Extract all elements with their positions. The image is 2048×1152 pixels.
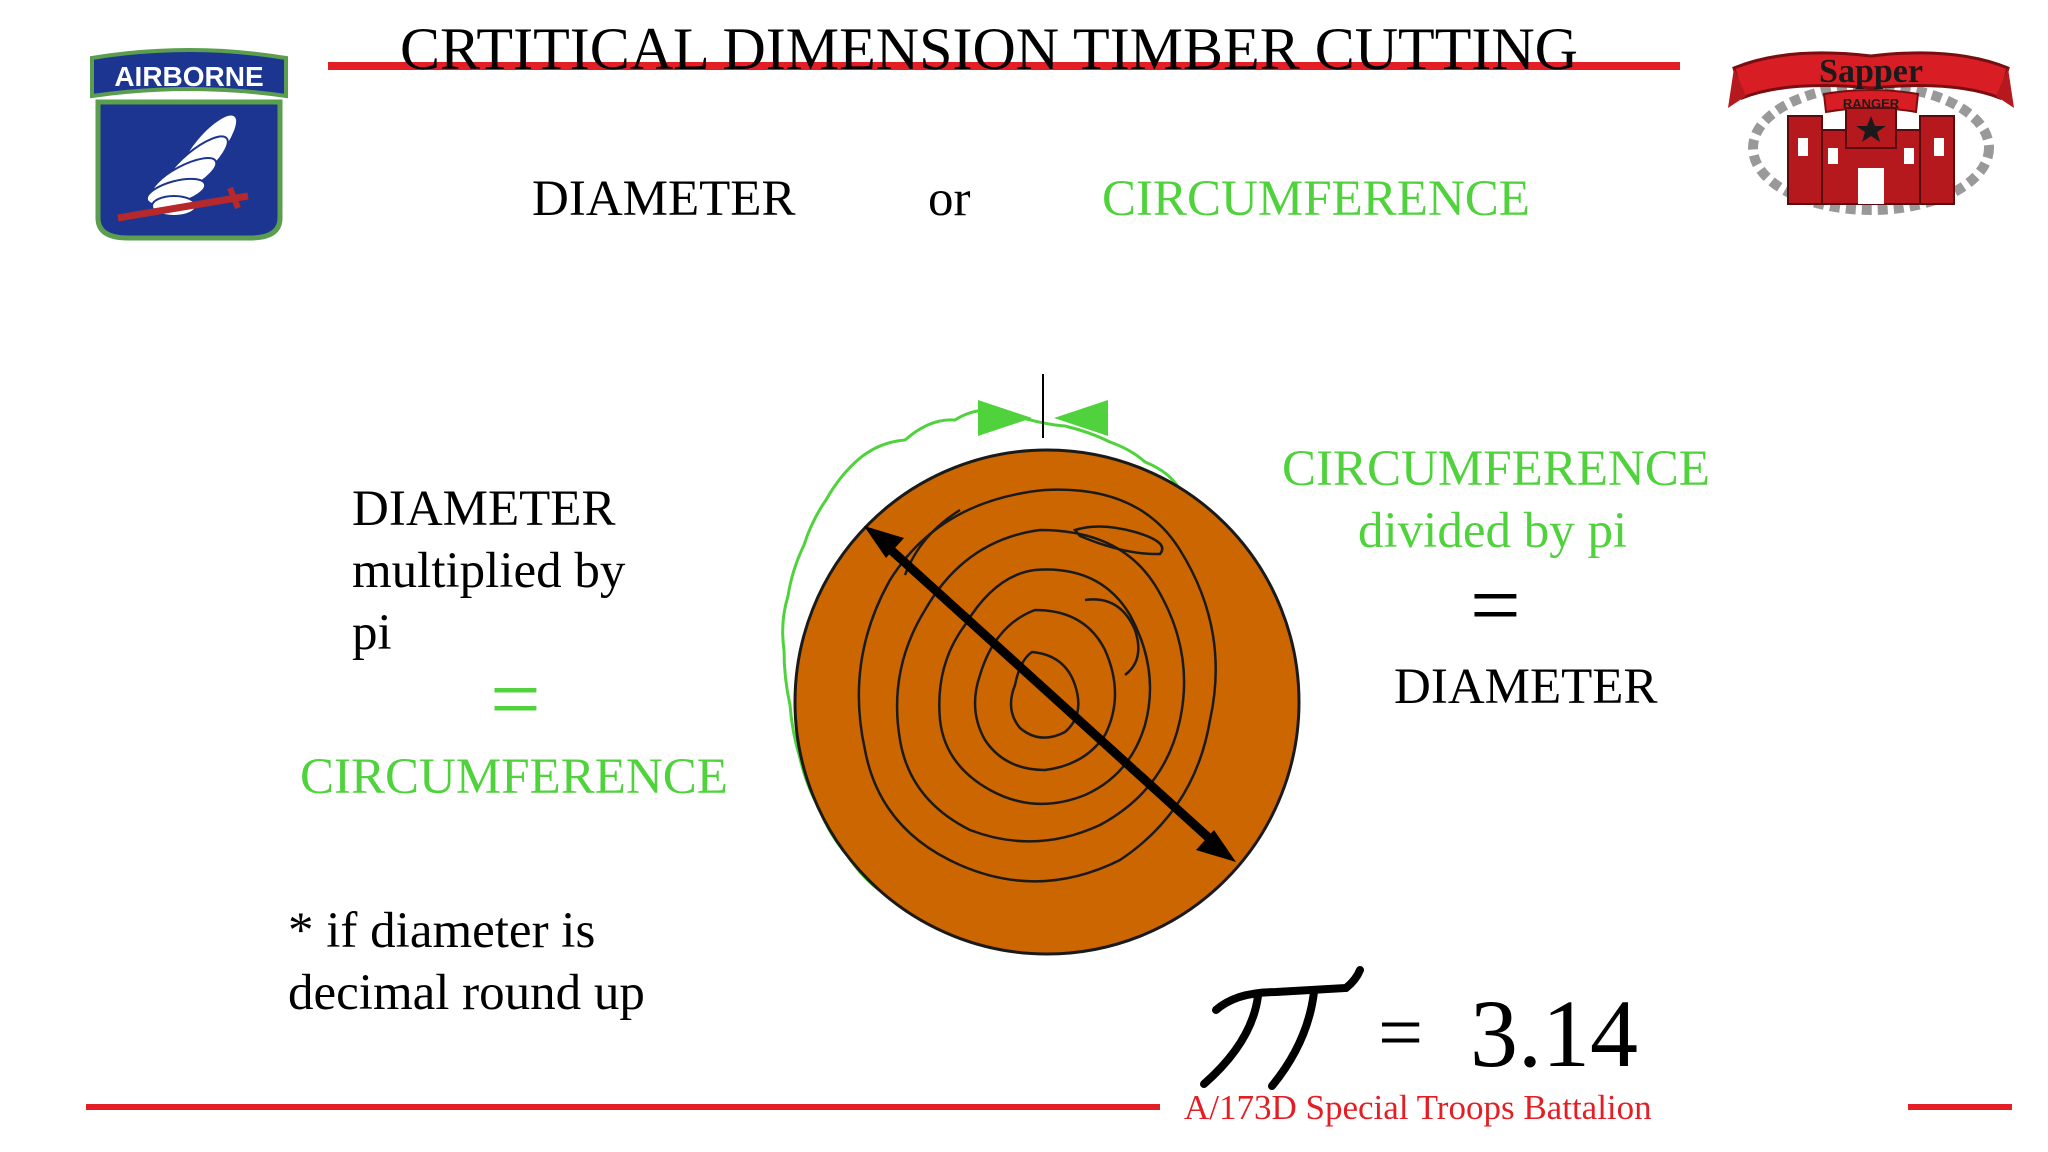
- airborne-tab-text: AIRBORNE: [114, 61, 263, 92]
- diameter-arrowhead-bottom: [1196, 830, 1236, 862]
- pi-symbol: [1200, 966, 1364, 1090]
- pi-value: 3.14: [1470, 980, 1638, 1087]
- measure-arrow-left: [978, 400, 1032, 436]
- header-or-label: or: [928, 171, 971, 227]
- right-formula-result: DIAMETER: [1394, 659, 1658, 715]
- left-formula-line1: DIAMETER: [352, 481, 616, 537]
- footer-rule-right: [1908, 1104, 2012, 1110]
- page-title: CRTITICAL DIMENSION TIMBER CUTTING: [400, 16, 1578, 82]
- timber-cross-section-diagram: [781, 374, 1301, 956]
- header-diameter-label: DIAMETER: [532, 171, 796, 227]
- footer-unit-label: A/173D Special Troops Battalion: [1184, 1088, 1652, 1127]
- right-formula-line2: divided by pi: [1358, 503, 1628, 559]
- diameter-arrow-line: [876, 536, 1224, 852]
- note-line1: * if diameter is: [288, 903, 596, 959]
- airborne-patch-logo: AIRBORNE: [90, 48, 288, 241]
- right-formula-line1: CIRCUMFERENCE: [1282, 441, 1710, 497]
- measure-arrow-right: [1054, 400, 1108, 436]
- diameter-arrowhead-top: [864, 526, 904, 558]
- note-line2: decimal round up: [288, 965, 645, 1021]
- pi-equals: =: [1378, 989, 1424, 1077]
- title-underline: [328, 62, 1680, 70]
- growth-rings: [857, 488, 1217, 883]
- left-formula-result: CIRCUMFERENCE: [300, 749, 728, 805]
- sapper-banner-text: Sapper: [1819, 53, 1923, 90]
- left-formula-line3: pi: [352, 605, 392, 661]
- right-formula-equals: =: [1470, 556, 1521, 655]
- footer-rule-left: [86, 1104, 1160, 1110]
- left-formula-equals: =: [490, 650, 541, 749]
- header-circumference-label: CIRCUMFERENCE: [1102, 171, 1530, 227]
- sapper-ranger-logo: Sapper RANGER: [1728, 51, 2014, 215]
- left-formula-line2: multiplied by: [352, 543, 626, 599]
- log-face: [793, 448, 1301, 956]
